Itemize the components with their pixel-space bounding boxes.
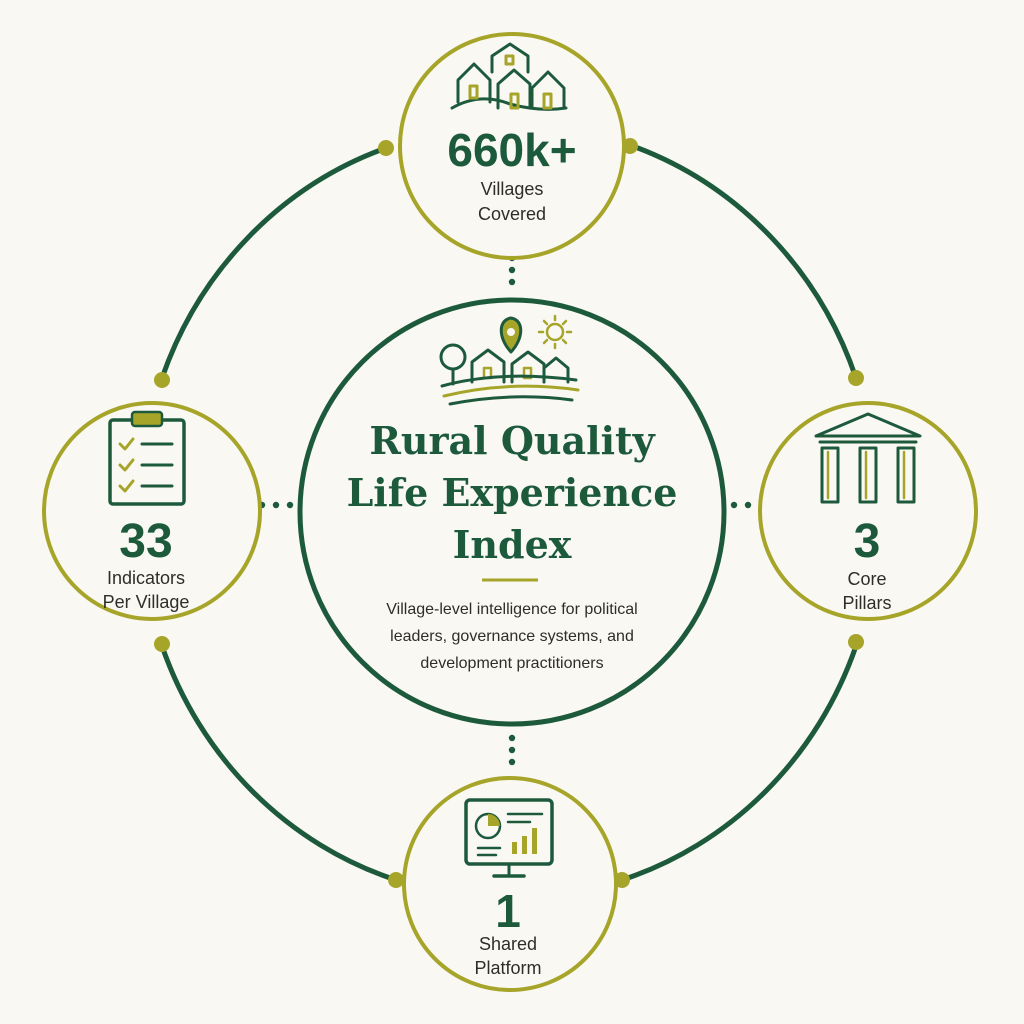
node-circle-right xyxy=(758,401,978,621)
ring-arc-top-left xyxy=(159,145,389,381)
center-subtitle-line2: leaders, governance systems, and xyxy=(390,628,634,645)
right-node-value: 3 xyxy=(853,515,881,568)
dotted-connector xyxy=(508,266,516,274)
center-subtitle-line1: Village-level intelligence for political xyxy=(386,601,638,618)
ring-arc-bottom-left xyxy=(159,643,399,883)
top-node-value: 660k+ xyxy=(447,124,577,176)
dotted-connector xyxy=(272,501,280,509)
center-title-line1: Rural Quality xyxy=(369,418,655,463)
center-subtitle-line3: development practitioners xyxy=(420,655,604,672)
right-node-label-line1: Core xyxy=(847,569,887,589)
bottom-node-value: 1 xyxy=(495,885,521,937)
dotted-connector xyxy=(730,501,738,509)
pillars-icon xyxy=(814,412,922,504)
node-circle-top xyxy=(398,32,626,260)
node-circle-bottom xyxy=(402,776,618,992)
dotted-connector xyxy=(508,734,516,742)
left-node-value: 33 xyxy=(119,515,173,568)
connector-dot xyxy=(154,372,170,388)
clipboard-checklist-icon xyxy=(108,410,186,506)
rural-landscape-icon xyxy=(439,314,580,406)
left-node-label-line2: Per Village xyxy=(102,592,190,612)
ring-arc-bottom-right xyxy=(619,643,859,883)
dotted-connector xyxy=(286,501,294,509)
village-houses-icon xyxy=(450,42,568,111)
connector-dot xyxy=(378,140,394,156)
bottom-node-label-line2: Platform xyxy=(474,958,542,978)
center-circle xyxy=(297,297,727,727)
dotted-connector xyxy=(508,278,516,286)
connector-dot xyxy=(848,370,864,386)
dotted-connector xyxy=(508,758,516,766)
node-circle-left xyxy=(42,401,262,621)
top-node-label-line1: Villages xyxy=(480,179,544,199)
connector-dot xyxy=(388,872,404,888)
left-node-label-line1: Indicators xyxy=(106,568,186,588)
top-node-label-line2: Covered xyxy=(477,204,547,224)
bottom-node-label-line1: Shared xyxy=(478,934,538,954)
right-node-label-line2: Pillars xyxy=(842,593,892,613)
center-title-line2: Life Experience xyxy=(346,470,678,515)
connector-dot xyxy=(848,634,864,650)
dotted-connector xyxy=(744,501,752,509)
dotted-connector xyxy=(508,746,516,754)
ring-arc-top-right xyxy=(635,145,859,381)
center-title-line3: Index xyxy=(452,522,572,567)
dashboard-monitor-icon xyxy=(464,798,554,878)
connector-dot xyxy=(622,138,638,154)
connector-dot xyxy=(154,636,170,652)
